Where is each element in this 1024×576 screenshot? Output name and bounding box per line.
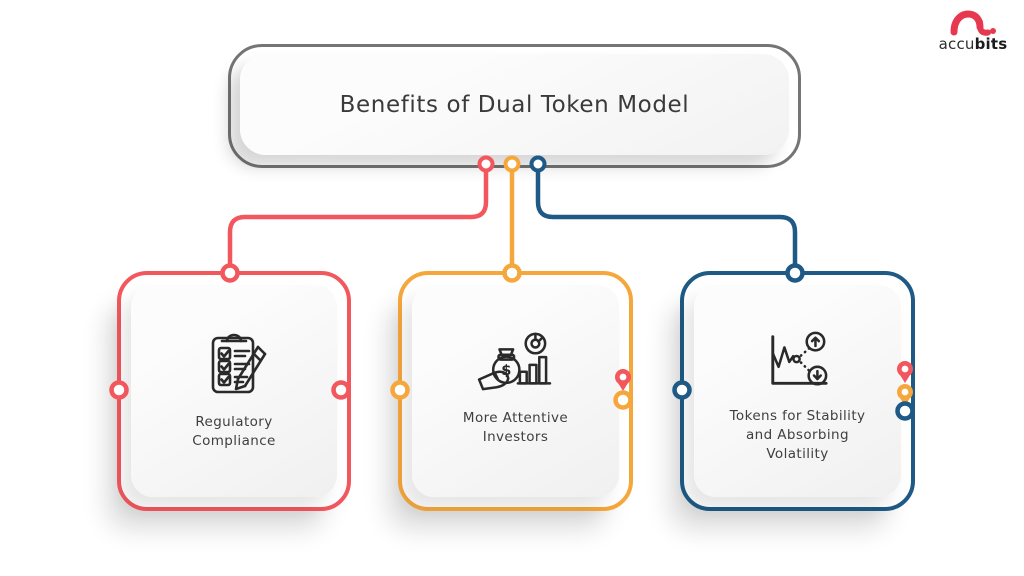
card-label: More Attentive Investors: [463, 409, 568, 447]
logo-text-light: accu: [938, 35, 975, 53]
card-surface: Tokens for Stability and Absorbing Volat…: [694, 285, 901, 497]
pen: [234, 345, 267, 391]
clipboard-checklist-icon: [211, 333, 267, 394]
card-label-line: Regulatory: [195, 414, 273, 430]
token-up-arrow: [804, 331, 825, 352]
connector-line-left: [227, 165, 489, 274]
connector-line-right: [535, 165, 798, 274]
logo-text-bold: bits: [974, 35, 1008, 53]
card-tokens-stability-volatility: Tokens for Stability and Absorbing Volat…: [680, 271, 915, 511]
accubits-logo-mark-icon: [950, 10, 996, 36]
card-label: Regulatory Compliance: [192, 413, 275, 451]
accubits-logo-text: accubits: [934, 37, 1012, 52]
hand: [477, 370, 509, 391]
bar-chart: [516, 355, 551, 385]
card-label-line: Volatility: [766, 446, 829, 463]
checklist-rows: [217, 346, 251, 387]
card-label-line: Tokens for Stability: [729, 408, 866, 424]
token-down-arrow: [806, 365, 827, 386]
card-label-line: Compliance: [192, 433, 276, 450]
title-surface: Benefits of Dual Token Model: [240, 54, 789, 155]
accubits-logo: accubits: [934, 10, 1012, 52]
card-label-line: Investors: [482, 429, 549, 446]
volatility-balance-icon: [770, 331, 828, 386]
card-label-line: and Absorbing: [746, 427, 849, 444]
page-title: Benefits of Dual Token Model: [339, 91, 690, 118]
card-regulatory-compliance: Regulatory Compliance: [117, 271, 351, 511]
card-surface: $ More Attentive Investors: [412, 285, 619, 497]
card-more-attentive-investors: $ More Attentive Investors: [398, 271, 633, 511]
clipboard-board: [211, 333, 255, 394]
card-label: Tokens for Stability and Absorbing Volat…: [730, 407, 866, 464]
card-label-line: More Attentive: [462, 410, 569, 426]
money-growth-icon: $: [477, 332, 551, 391]
volatility-line: [771, 346, 811, 373]
card-surface: Regulatory Compliance: [131, 285, 337, 497]
svg-text:$: $: [501, 362, 511, 379]
donut-chart: [523, 332, 546, 355]
title-frame: Benefits of Dual Token Model: [228, 44, 801, 168]
